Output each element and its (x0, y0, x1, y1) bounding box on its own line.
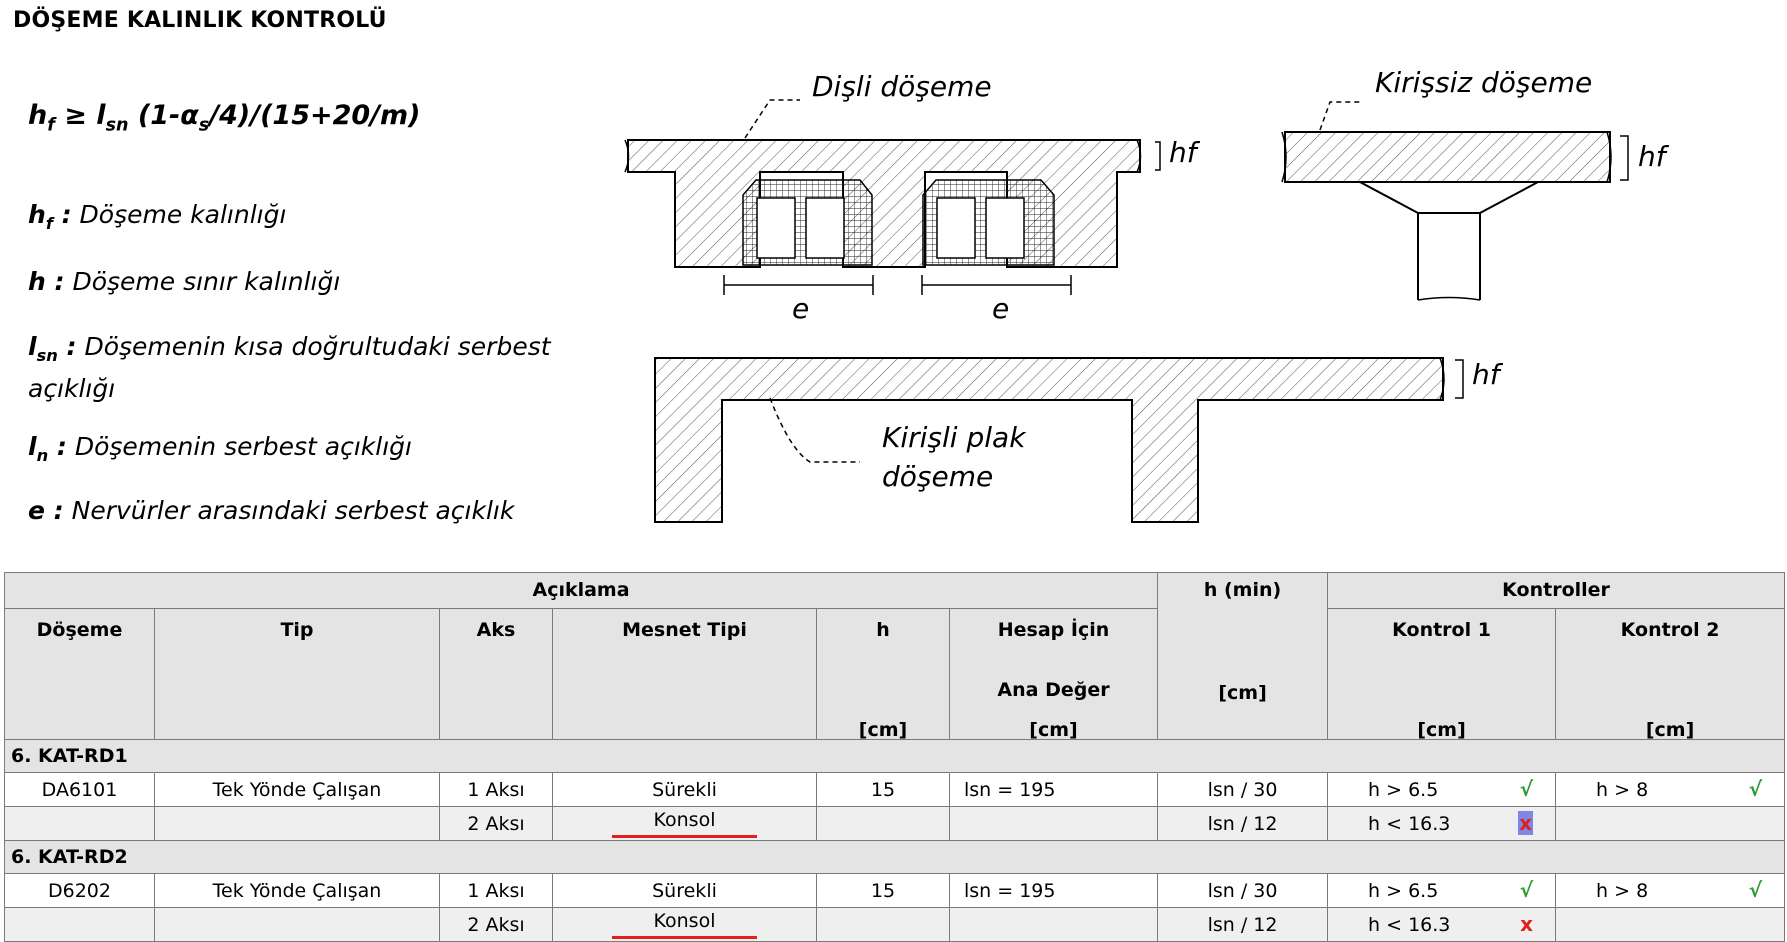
dim-e-2: e (992, 292, 1009, 325)
group-row: 6. KAT-RD1 (3, 739, 1786, 773)
mesnet-konsol: Konsol (611, 910, 758, 939)
dim-e-1: e (792, 292, 809, 325)
def-hf: hf : Döşeme kalınlığı (28, 200, 287, 233)
definitions-panel: hf ≥ lsn (1-αs/4)/(15+20/m) hf : Döşeme … (28, 0, 628, 540)
slab-diagrams: e e Dişli döşeme hf Kirişsiz döşeme hf K… (624, 70, 1670, 523)
header-tip: Tip (154, 608, 440, 740)
label-hf-1: hf (1169, 136, 1201, 169)
check-icon: √ (1519, 777, 1534, 801)
table-header-row-1: Açıklama h (min) [cm] Kontroller (3, 572, 1786, 740)
cross-icon: x (1520, 912, 1534, 936)
table-row[interactable]: D6202 Tek Yönde Çalışan 1 Aksı Sürekli 1… (4, 873, 1786, 908)
label-hf-2: hf (1638, 140, 1670, 173)
def-h: h : Döşeme sınır kalınlığı (28, 267, 341, 296)
table-header-row-2: Döşeme Tip Aks Mesnet Tipi h[cm] Hesap İ… (4, 608, 1786, 741)
header-hmin: h (min) [cm] (1157, 572, 1329, 740)
header-kontrol1: Kontrol 1[cm] (1327, 608, 1557, 741)
cross-icon: x (1518, 811, 1534, 835)
header-kontroller: Kontroller (1327, 572, 1786, 609)
header-h: h[cm] (816, 608, 950, 741)
ribbed-slab-diagram: e e Dişli döşeme hf (624, 70, 1201, 325)
def-e: e : Nervürler arasındaki serbest açıklık (28, 496, 515, 525)
label-kirisli-doseme: döşeme (882, 460, 993, 493)
label-hf-3: hf (1472, 358, 1504, 391)
check-icon: √ (1748, 878, 1763, 902)
label-kirisli-plak: Kirişli plak (882, 421, 1027, 454)
page-title: DÖŞEME KALINLIK KONTROLÜ (13, 8, 387, 33)
header-mesnet: Mesnet Tipi (552, 608, 817, 740)
beam-slab-diagram: Kirişli plak döşeme hf (654, 357, 1504, 523)
flat-slab-diagram: Kirişsiz döşeme hf (1281, 70, 1670, 301)
formula: hf ≥ lsn (1-αs/4)/(15+20/m) (28, 100, 421, 136)
mesnet-konsol: Konsol (611, 809, 758, 838)
check-icon: √ (1748, 777, 1763, 801)
header-kontrol2: Kontrol 2[cm] (1555, 608, 1786, 741)
table-row[interactable]: DA6101 Tek Yönde Çalışan 1 Aksı Sürekli … (4, 772, 1786, 807)
def-ln: ln : Döşemenin serbest açıklığı (28, 432, 412, 465)
header-aciklama: Açıklama (3, 572, 1159, 609)
header-doseme: Döşeme (4, 608, 155, 740)
def-lsn: lsn : Döşemenin kısa doğrultudaki serbes… (28, 332, 551, 403)
header-aks: Aks (439, 608, 553, 740)
check-icon: √ (1519, 878, 1534, 902)
label-kirissiz-doseme: Kirişsiz döşeme (1375, 70, 1592, 99)
slab-thickness-table: Açıklama h (min) [cm] Kontroller Döşeme … (3, 572, 1786, 942)
label-disli-doseme: Dişli döşeme (812, 70, 992, 103)
group-row: 6. KAT-RD2 (3, 840, 1786, 874)
